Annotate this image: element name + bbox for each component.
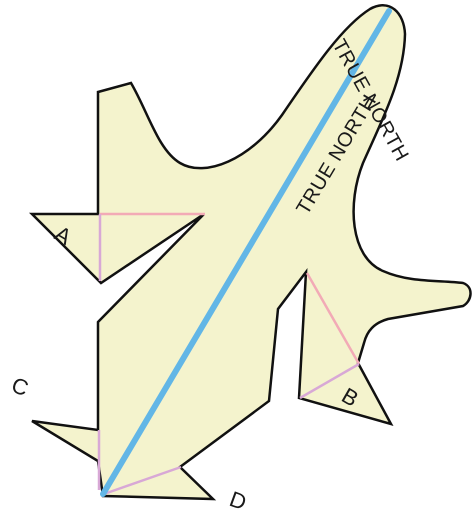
airplane-shape <box>32 5 471 499</box>
label-c: C <box>8 372 32 401</box>
label-d: D <box>226 486 249 515</box>
